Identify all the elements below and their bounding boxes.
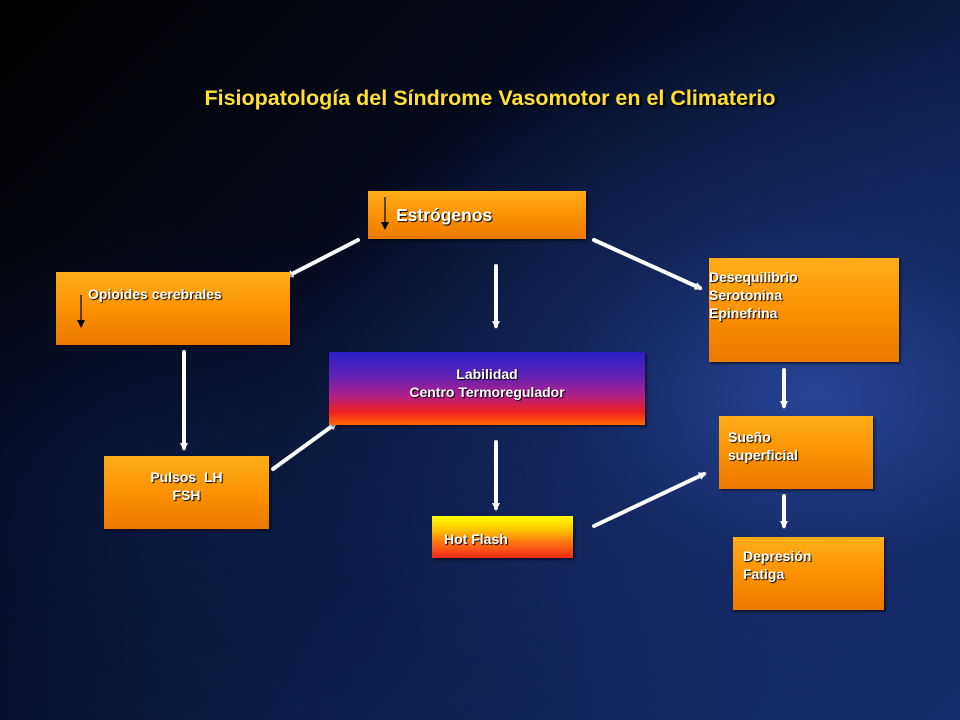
node-estrogenos: Estrógenos — [368, 191, 586, 239]
node-hotflash-label: Hot Flash — [444, 531, 508, 547]
node-labilidad-line: Centro Termoregulador — [409, 384, 565, 400]
node-desequilibrio-line: Desequilibrio — [709, 269, 798, 285]
node-pulsos-line: Pulsos LH — [150, 469, 223, 485]
node-sueno: Sueño superficial — [719, 416, 873, 489]
node-desequilibrio-line: Serotonina — [709, 287, 783, 303]
down-arrow-icon — [381, 197, 389, 230]
arrow-pulsos-to-labilidad — [271, 422, 338, 471]
down-arrow-icon — [77, 295, 85, 328]
node-labilidad: Labilidad Centro Termoregulador — [329, 352, 645, 425]
node-opioides: Opioides cerebrales — [56, 272, 290, 345]
node-estrogenos-label: Estrógenos — [396, 205, 493, 225]
node-sueno-line: Sueño — [728, 429, 771, 445]
node-hotflash: Hot Flash — [432, 516, 573, 558]
node-opioides-label: Opioides cerebrales — [88, 286, 222, 302]
arrow-hotflash-to-sueno — [592, 472, 707, 528]
node-labilidad-line: Labilidad — [456, 366, 518, 382]
node-desequilibrio-line: Epinefrina — [709, 305, 778, 321]
node-pulsos-line: FSH — [172, 487, 201, 503]
arrow-estrogenos-to-opioides — [285, 238, 360, 278]
slide-title: Fisiopatología del Síndrome Vasomotor en… — [204, 86, 776, 110]
node-sueno-line: superficial — [728, 447, 799, 463]
node-depresion-line: Fatiga — [743, 566, 785, 582]
arrow-estrogenos-to-desequilibrio — [592, 238, 703, 290]
node-depresion-line: Depresión — [743, 548, 812, 564]
node-desequilibrio: Desequilibrio Serotonina Epinefrina — [709, 258, 899, 362]
node-depresion: Depresión Fatiga — [733, 537, 884, 610]
node-pulsos: Pulsos LH FSH — [104, 456, 269, 529]
